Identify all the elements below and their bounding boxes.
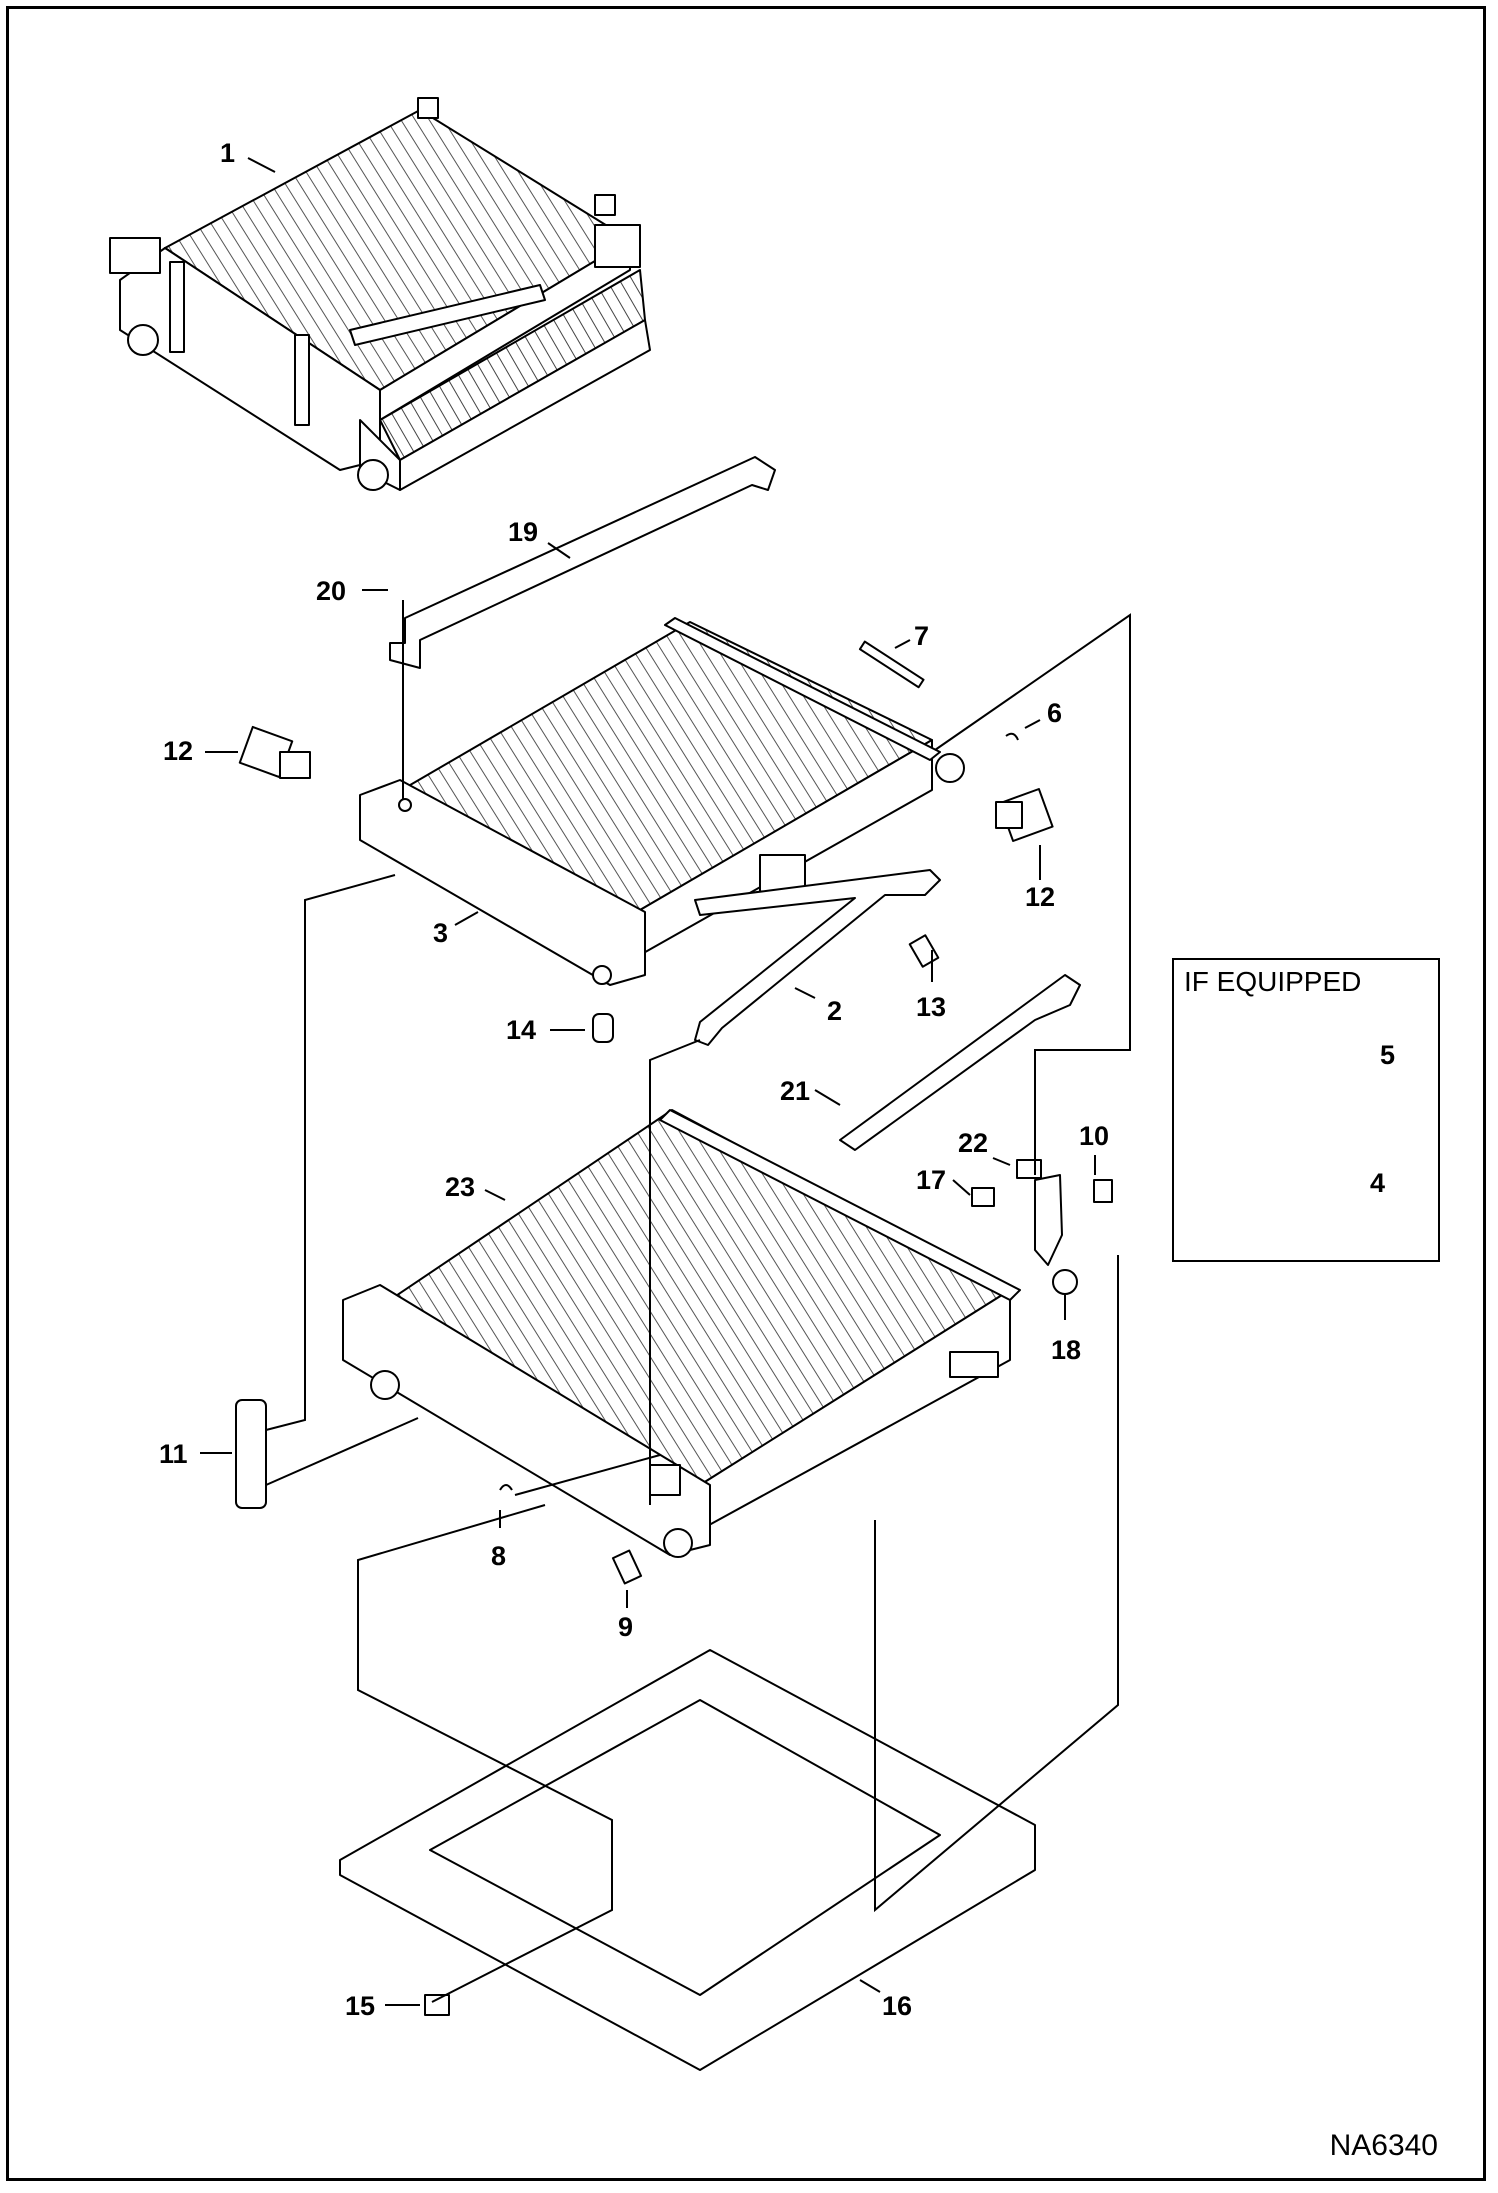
callout-14: 14 xyxy=(506,1015,537,1045)
mounting-tray xyxy=(339,1649,1036,2071)
leader-17 xyxy=(952,1179,971,1196)
callout-8: 8 xyxy=(491,1541,507,1571)
leader-23 xyxy=(484,1189,506,1201)
leader-2 xyxy=(794,987,816,999)
top-support-bracket xyxy=(389,456,776,669)
callout-9: 9 xyxy=(618,1612,634,1642)
bushing xyxy=(1052,1269,1078,1295)
hose-fitting-left xyxy=(238,725,311,779)
leader-21 xyxy=(814,1089,841,1106)
callout-11: 11 xyxy=(159,1439,188,1469)
figure-id: NA6340 xyxy=(1329,2129,1438,2162)
callout-16: 16 xyxy=(882,1991,913,2021)
callout-2: 2 xyxy=(827,996,843,1026)
leader-6 xyxy=(1024,719,1041,729)
callout-18: 18 xyxy=(1051,1335,1082,1365)
callout-21: 21 xyxy=(780,1076,811,1106)
lower-radiator xyxy=(342,1109,1021,1558)
ref-line-bracket xyxy=(649,1039,701,1505)
rubber-grommet xyxy=(592,1013,614,1043)
stay-rod xyxy=(839,974,1081,1151)
leader-7 xyxy=(894,639,911,649)
ref-line-tray-left xyxy=(357,1504,613,2003)
pin xyxy=(858,640,925,689)
leader-3 xyxy=(454,911,479,926)
callout-15: 15 xyxy=(345,1991,376,2021)
callout-12-left: 12 xyxy=(163,736,194,766)
callout-20: 20 xyxy=(316,576,347,606)
callout-1: 1 xyxy=(220,138,236,168)
inset-title: IF EQUIPPED xyxy=(1184,966,1362,997)
callout-10: 10 xyxy=(1079,1121,1110,1151)
hose-clip xyxy=(499,1484,513,1491)
latch-pin xyxy=(1016,1159,1042,1179)
ref-line-right xyxy=(934,613,1131,1175)
ref-line-tray-right xyxy=(874,1255,1119,1913)
drain-bolt xyxy=(611,1549,643,1585)
diagram-frame xyxy=(6,6,1486,2181)
callout-23: 23 xyxy=(445,1172,476,1202)
inset-callout-4: 4 xyxy=(1370,1168,1386,1198)
nut xyxy=(971,1187,995,1207)
retaining-clip xyxy=(1005,732,1019,741)
tray-bolt xyxy=(424,1994,450,2016)
screw xyxy=(1093,1179,1113,1203)
callout-13: 13 xyxy=(916,992,947,1022)
leader-22 xyxy=(992,1157,1011,1166)
callout-3: 3 xyxy=(433,918,449,948)
callout-17: 17 xyxy=(916,1165,947,1195)
callout-19: 19 xyxy=(508,517,539,547)
optional-equipment-inset: IF EQUIPPED 5 4 xyxy=(1172,958,1440,1262)
callout-12-right: 12 xyxy=(1025,882,1056,912)
ref-line-clip xyxy=(514,1454,661,1496)
leader-19 xyxy=(547,542,571,559)
leader-1 xyxy=(247,157,276,173)
hose-fitting-right xyxy=(995,788,1054,842)
lower-support-bracket xyxy=(694,869,941,1046)
callout-6: 6 xyxy=(1047,698,1063,728)
leader-16 xyxy=(859,1979,881,1993)
inset-callout-5: 5 xyxy=(1380,1040,1396,1070)
sight-gauge xyxy=(235,1399,267,1509)
latch-bracket xyxy=(1034,1174,1063,1266)
bolt xyxy=(908,934,940,968)
complete-radiator-assembly xyxy=(109,97,651,491)
callout-7: 7 xyxy=(914,621,930,651)
ref-line-gauge xyxy=(265,874,396,1431)
radiator-core xyxy=(359,617,965,986)
callout-22: 22 xyxy=(958,1128,989,1158)
ref-line-gauge-b xyxy=(265,1417,419,1486)
